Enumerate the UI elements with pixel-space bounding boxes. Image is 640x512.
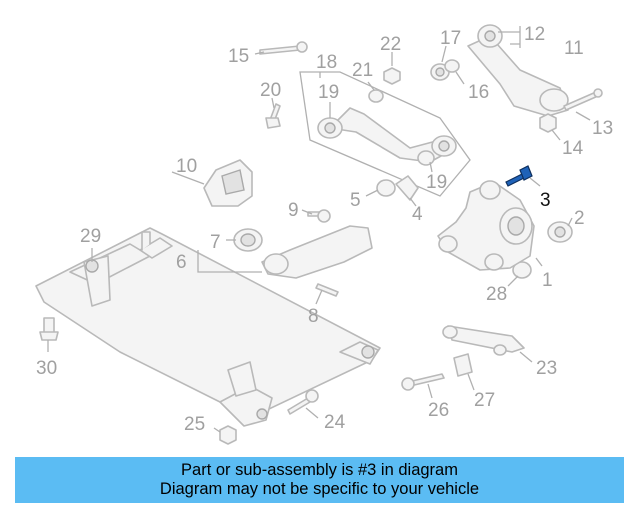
callout-13[interactable]: 13 (592, 118, 613, 139)
callout-19a[interactable]: 19 (318, 82, 339, 103)
upper-arm-assembly (299, 71, 471, 197)
parts-diagram: 1 2 3 4 5 6 7 8 9 10 11 12 13 14 15 16 1… (35, 24, 613, 445)
callout-5[interactable]: 5 (350, 190, 361, 211)
callout-3[interactable]: 3 (540, 190, 551, 211)
callout-29[interactable]: 29 (80, 226, 101, 247)
highlighted-bolt-part-3[interactable] (505, 165, 533, 187)
callout-11[interactable]: 11 (564, 38, 584, 59)
wheel-knuckle (437, 180, 535, 271)
callout-15[interactable]: 15 (228, 46, 249, 67)
trailing-arm (233, 225, 373, 279)
callout-8[interactable]: 8 (308, 306, 319, 327)
callout-12[interactable]: 12 (524, 24, 545, 45)
lower-control-arm (467, 24, 569, 117)
small-parts (39, 41, 603, 445)
callout-20[interactable]: 20 (260, 80, 281, 101)
banner-line-2: Diagram may not be specific to your vehi… (159, 480, 480, 498)
callout-22[interactable]: 22 (380, 34, 401, 55)
callout-6[interactable]: 6 (176, 252, 187, 273)
callout-21[interactable]: 21 (352, 60, 373, 81)
callout-17[interactable]: 17 (440, 28, 461, 49)
callout-23[interactable]: 23 (536, 358, 557, 379)
callout-2[interactable]: 2 (574, 208, 585, 229)
callout-numbers: 1 2 3 4 5 6 7 8 9 10 11 12 13 14 15 16 1… (36, 24, 613, 435)
callout-10[interactable]: 10 (176, 156, 197, 177)
callout-14[interactable]: 14 (562, 138, 584, 159)
callout-4[interactable]: 4 (412, 204, 423, 225)
callout-26[interactable]: 26 (428, 400, 449, 421)
callout-16[interactable]: 16 (468, 82, 489, 103)
callout-27[interactable]: 27 (474, 390, 495, 411)
callout-7[interactable]: 7 (210, 232, 221, 253)
rear-subframe (35, 227, 381, 427)
banner-line-1: Part or sub-assembly is #3 in diagram (181, 461, 458, 479)
callout-28[interactable]: 28 (486, 284, 507, 305)
callout-25[interactable]: 25 (184, 414, 205, 435)
leader-lines (47, 26, 591, 433)
callout-1[interactable]: 1 (542, 270, 553, 291)
callout-30[interactable]: 30 (36, 358, 57, 379)
part-info-banner: Part or sub-assembly is #3 in diagram Di… (15, 457, 624, 503)
callout-24[interactable]: 24 (324, 412, 346, 433)
callout-19b[interactable]: 19 (426, 172, 447, 193)
callout-9[interactable]: 9 (288, 200, 299, 221)
callout-18[interactable]: 18 (316, 52, 337, 73)
